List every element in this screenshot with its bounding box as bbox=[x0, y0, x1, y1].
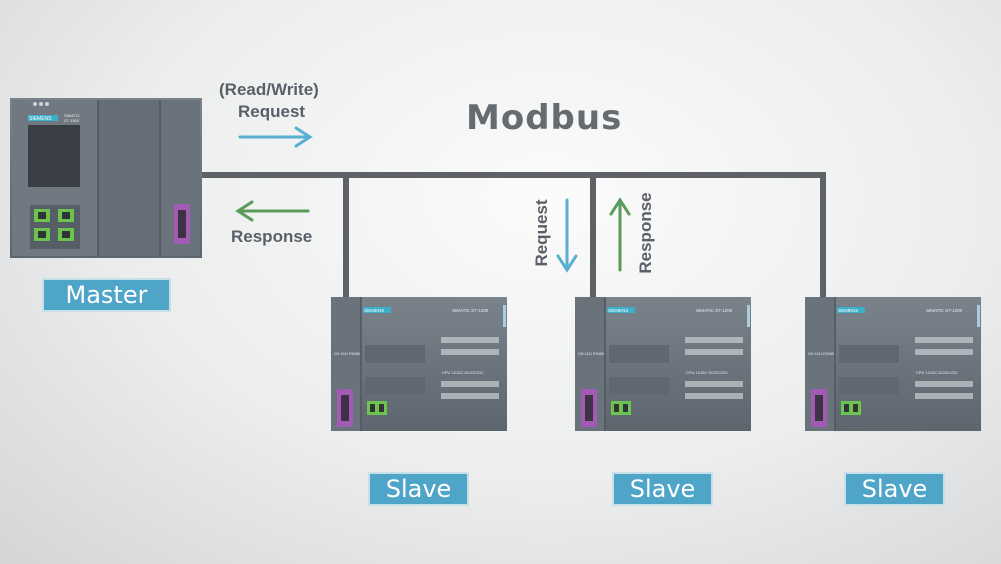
slave-module-label: CM 1241 RS485 bbox=[334, 352, 360, 356]
request-arrow-down-icon bbox=[556, 198, 578, 273]
slave-brand-label: SIEMENS bbox=[608, 308, 628, 313]
slave-badge-1: Slave bbox=[368, 472, 469, 506]
slave-plc-1 bbox=[331, 297, 507, 431]
request-label-line1: (Read/Write) bbox=[219, 80, 319, 99]
slave-brand-label: SIEMENS bbox=[364, 308, 384, 313]
slave-module-label: CM 1241 RS485 bbox=[808, 352, 834, 356]
diagram-title: Modbus bbox=[466, 98, 623, 138]
slave-cpu-label: CPU 1212C DC/DC/DC bbox=[442, 370, 484, 375]
request-arrow-right-icon bbox=[238, 126, 313, 148]
master-brand-label: SIEMENS bbox=[29, 116, 52, 122]
slave-brand-label: SIEMENS bbox=[838, 308, 858, 313]
slave-model-label: SIMATIC S7-1200 bbox=[452, 308, 489, 313]
master-badge: Master bbox=[42, 278, 171, 312]
response-arrow-left-icon bbox=[235, 200, 310, 222]
vertical-request-label: Request bbox=[532, 199, 551, 267]
slave-badge-3: Slave bbox=[844, 472, 945, 506]
master-plc bbox=[10, 98, 202, 258]
request-label-line2: Request bbox=[238, 102, 306, 121]
response-arrow-up-icon bbox=[609, 197, 631, 272]
response-label: Response bbox=[231, 227, 313, 246]
slave-badge-2: Slave bbox=[612, 472, 713, 506]
slave-plc-3 bbox=[805, 297, 981, 431]
slave-model-label: SIMATIC S7-1200 bbox=[926, 308, 963, 313]
master-model-label: S7-1500 bbox=[64, 118, 80, 123]
master-display bbox=[28, 125, 80, 187]
slave-module-label: CM 1241 RS485 bbox=[578, 352, 604, 356]
slave-plc-2 bbox=[575, 297, 751, 431]
slave-cpu-label: CPU 1215C DC/DC/DC bbox=[916, 370, 958, 375]
slave-cpu-label: CPU 1215C DC/DC/DC bbox=[686, 370, 728, 375]
master-model-label: SIMATIC bbox=[64, 113, 80, 118]
slave-model-label: SIMATIC S7-1200 bbox=[696, 308, 733, 313]
modbus-bus bbox=[202, 172, 826, 300]
master-brand-strip bbox=[28, 115, 58, 121]
vertical-response-label: Response bbox=[636, 192, 655, 274]
